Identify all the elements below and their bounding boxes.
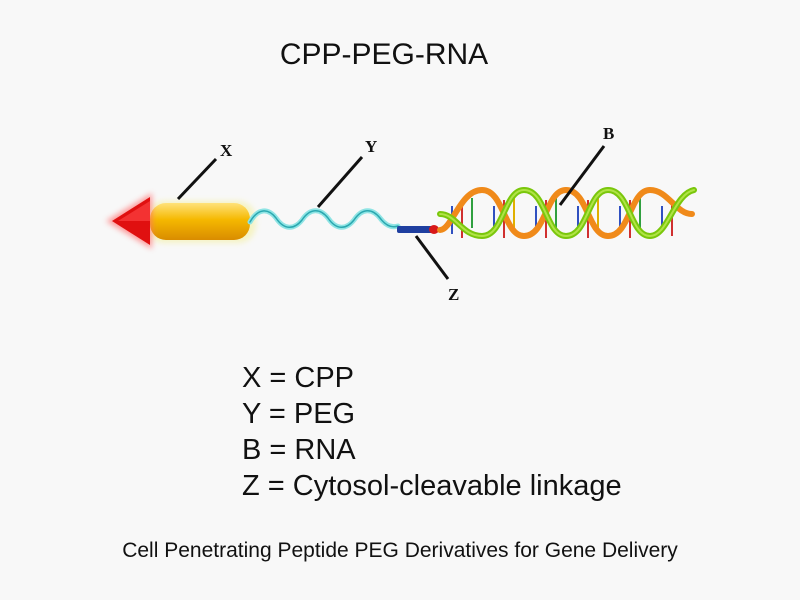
- legend-item-rna: B = RNA: [242, 434, 356, 466]
- rna-helix: [437, 186, 697, 240]
- leader-line-y: [316, 156, 364, 208]
- linker-segment: [397, 225, 439, 234]
- caption: Cell Penetrating Peptide PEG Derivatives…: [122, 539, 678, 562]
- cpp-segment: [106, 193, 256, 249]
- rna-strand-orange: [437, 186, 695, 240]
- label-y: Y: [365, 137, 377, 156]
- leader-line-x: [176, 157, 218, 201]
- label-x: X: [220, 141, 233, 160]
- linker-bar: [397, 226, 433, 233]
- leader-line-b: [558, 145, 606, 206]
- label-b: B: [603, 124, 614, 143]
- legend-item-peg: Y = PEG: [242, 398, 356, 430]
- label-z: Z: [448, 285, 459, 304]
- linker-tip: [429, 225, 439, 234]
- legend-item-linkage: Z = Cytosol-cleavable linkage: [242, 470, 622, 502]
- legend: X = CPP Y = PEG B = RNA Z = Cytosol-clea…: [242, 360, 622, 504]
- diagram-title: CPP-PEG-RNA: [279, 38, 489, 71]
- leader-line-z: [414, 235, 450, 280]
- cpp-body: [150, 203, 250, 240]
- legend-item-cpp: X = CPP: [242, 362, 355, 394]
